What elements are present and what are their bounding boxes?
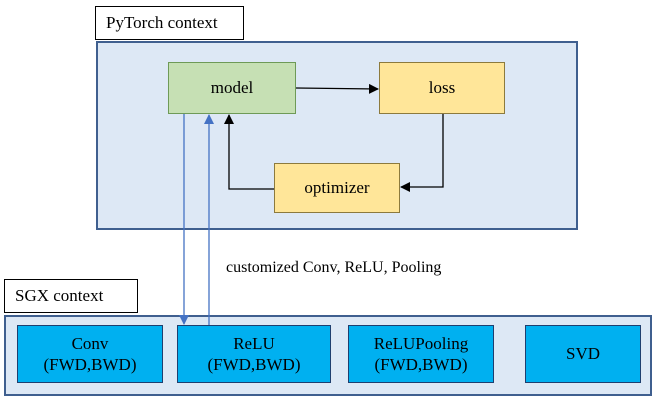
optimizer-node: optimizer	[274, 163, 400, 213]
sgx-context-label: SGX context	[4, 279, 138, 313]
arrow-model-to-loss	[295, 83, 379, 94]
sgx-block-svd-line1: SVD	[565, 344, 600, 364]
sgx-block-conv-line1: Conv	[71, 333, 109, 353]
sgx-block-relupooling-line2: (FWD,BWD)	[374, 355, 468, 374]
sgx-block-relu-line1: ReLU	[233, 333, 275, 353]
sgx-block-relupooling-line1: ReLUPooling	[373, 333, 469, 353]
sgx-block-conv-line2: (FWD,BWD)	[43, 355, 137, 374]
arrow-loss-to-optimizer	[400, 114, 444, 192]
link-caption: customized Conv, ReLU, Pooling	[226, 259, 442, 276]
loss-node: loss	[379, 62, 505, 114]
sgx-block-relupooling: ReLUPooling (FWD,BWD)	[348, 325, 494, 383]
sgx-block-svd: SVD	[525, 325, 641, 383]
sgx-block-relu: ReLU (FWD,BWD)	[177, 325, 331, 383]
sgx-block-relu-line2: (FWD,BWD)	[207, 355, 301, 374]
pytorch-context-label: PyTorch context	[95, 6, 244, 40]
sgx-block-conv: Conv (FWD,BWD)	[17, 325, 163, 383]
model-node: model	[168, 62, 296, 114]
arrow-optimizer-to-model	[224, 114, 274, 190]
